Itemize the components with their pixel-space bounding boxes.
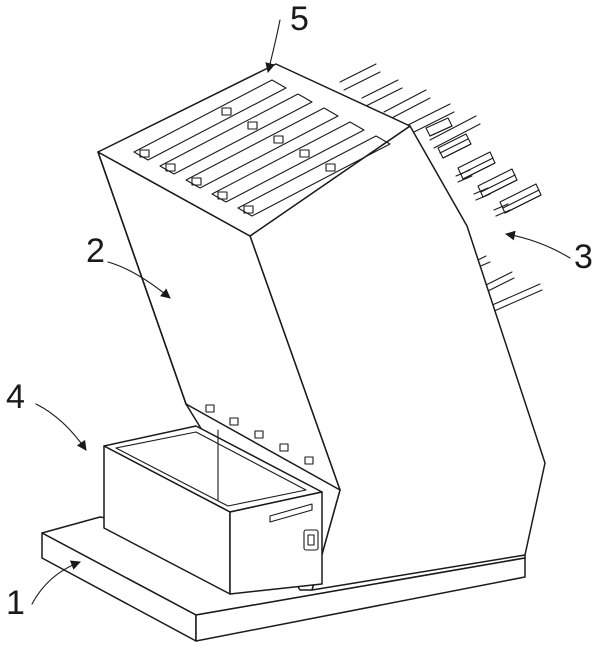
label-2: 2: [86, 232, 105, 270]
drawer: [103, 425, 323, 595]
rod-group: [339, 63, 543, 313]
latch-icon: [303, 529, 319, 551]
slot-clips: [139, 107, 336, 214]
front-clips: [205, 404, 314, 465]
label-4: 4: [6, 378, 25, 416]
callout-leaders: [31, 19, 571, 605]
label-5: 5: [290, 0, 309, 38]
label-1: 1: [6, 584, 25, 622]
label-3: 3: [574, 238, 593, 276]
top-slots: [133, 79, 391, 217]
drawer-handle: [269, 503, 313, 523]
spring-coils: [425, 117, 542, 217]
